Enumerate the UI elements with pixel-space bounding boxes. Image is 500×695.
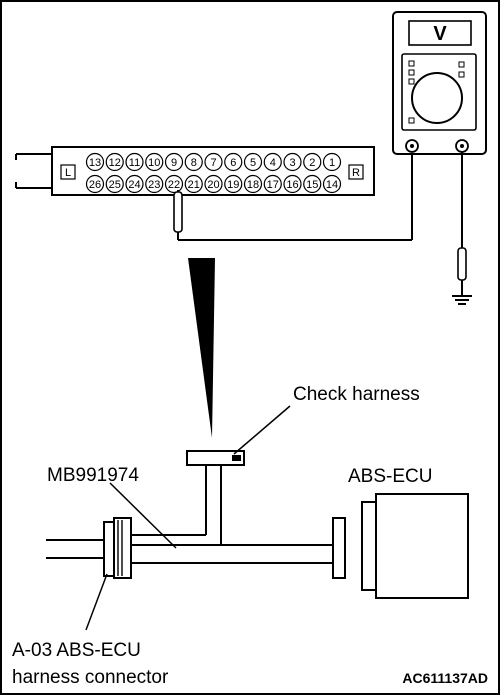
check-harness-assembly	[46, 450, 469, 599]
top-pin-7	[204, 152, 223, 172]
adapter-harness	[130, 544, 334, 564]
top-pin-label-10: 10	[148, 157, 160, 169]
probe-tip	[173, 191, 183, 233]
bottom-pin-16	[283, 174, 302, 194]
top-pin-label-11: 11	[129, 157, 140, 169]
left-marker-box	[60, 164, 76, 180]
top-pin-label-6: 6	[230, 157, 236, 169]
harness-connector-body	[103, 521, 115, 577]
adapter-label: MB991974	[47, 465, 139, 486]
bottom-pin-row: 26 25 24 23 22 21 20 19 18 17 16 15 14	[85, 174, 342, 194]
top-pin-label-8: 8	[191, 157, 197, 169]
bottom-pin-21	[184, 174, 203, 194]
top-pin-9	[164, 152, 184, 172]
top-pin-13	[85, 152, 105, 172]
connector-label-line1: A-03 ABS-ECU	[12, 640, 141, 661]
meter-mode-label: V	[433, 23, 447, 45]
ground-probe	[457, 247, 467, 281]
meter-dial	[411, 72, 463, 124]
pointer-wedge	[188, 258, 215, 438]
adapter-leader	[109, 482, 177, 549]
check-harness-leader	[233, 405, 291, 455]
bottom-pin-label-23: 23	[148, 179, 160, 191]
bottom-pin-label-20: 20	[207, 179, 219, 191]
top-pin-2	[303, 152, 322, 172]
bottom-pin-label-16: 16	[286, 179, 298, 191]
bottom-pin-19	[224, 174, 243, 194]
top-pin-label-12: 12	[109, 157, 121, 169]
leader-lines	[85, 405, 291, 631]
bottom-pin-25	[105, 174, 124, 194]
connector-label-line2: harness connector	[12, 667, 169, 688]
bottom-pin-label-14: 14	[326, 179, 338, 191]
top-pin-label-13: 13	[89, 157, 101, 169]
check-harness-label: Check harness	[293, 384, 420, 405]
bottom-pin-label-18: 18	[247, 179, 259, 191]
top-pin-4	[263, 152, 282, 172]
voltmeter: V	[392, 11, 487, 155]
bottom-pin-17	[263, 174, 282, 194]
bottom-pin-18	[243, 174, 263, 194]
ground-lead	[452, 152, 472, 305]
top-pin-10	[145, 152, 164, 172]
bottom-pin-label-15: 15	[306, 179, 318, 191]
abs-ecu-unit	[375, 493, 469, 599]
top-pin-label-5: 5	[250, 157, 256, 169]
check-harness-connector	[186, 450, 245, 466]
top-pin-label-4: 4	[270, 157, 276, 169]
bottom-pin-23	[145, 174, 164, 194]
top-pin-5	[243, 152, 263, 172]
top-pin-label-7: 7	[210, 157, 216, 169]
figure-code: AC611137AD	[402, 670, 488, 686]
top-pin-label-9: 9	[171, 157, 177, 169]
bottom-pin-label-19: 19	[227, 179, 239, 191]
top-pin-1	[322, 152, 342, 172]
bottom-pin-15	[303, 174, 322, 194]
top-pin-label-2: 2	[309, 157, 315, 169]
bottom-pin-label-22: 22	[168, 179, 180, 191]
bottom-pin-26	[85, 174, 105, 194]
right-marker: R	[352, 167, 360, 179]
connector-leader	[85, 573, 108, 631]
bottom-pin-label-24: 24	[128, 179, 140, 191]
right-marker-box	[348, 164, 364, 180]
ecu-side-connector	[332, 517, 346, 579]
bottom-pin-24	[125, 174, 144, 194]
top-pin-6	[224, 152, 243, 172]
top-pin-11	[125, 152, 144, 172]
bottom-pin-14	[322, 174, 342, 194]
bottom-pin-label-25: 25	[109, 179, 121, 191]
bottom-pin-label-26: 26	[89, 179, 101, 191]
left-marker: L	[65, 167, 71, 179]
bottom-pin-20	[204, 174, 223, 194]
top-pin-8	[184, 152, 203, 172]
bottom-pin-label-17: 17	[267, 179, 279, 191]
top-pin-label-3: 3	[289, 157, 295, 169]
top-pin-label-1: 1	[329, 157, 335, 169]
top-pin-3	[283, 152, 302, 172]
bottom-pin-label-21: 21	[188, 179, 200, 191]
abs-ecu-label: ABS-ECU	[348, 466, 432, 487]
top-pin-row: 13 12 11 10 9 8 7 6 5 4 3 2 1	[85, 152, 342, 172]
top-pin-12	[105, 152, 124, 172]
meter-display	[408, 20, 472, 46]
probe-lead	[173, 150, 413, 241]
